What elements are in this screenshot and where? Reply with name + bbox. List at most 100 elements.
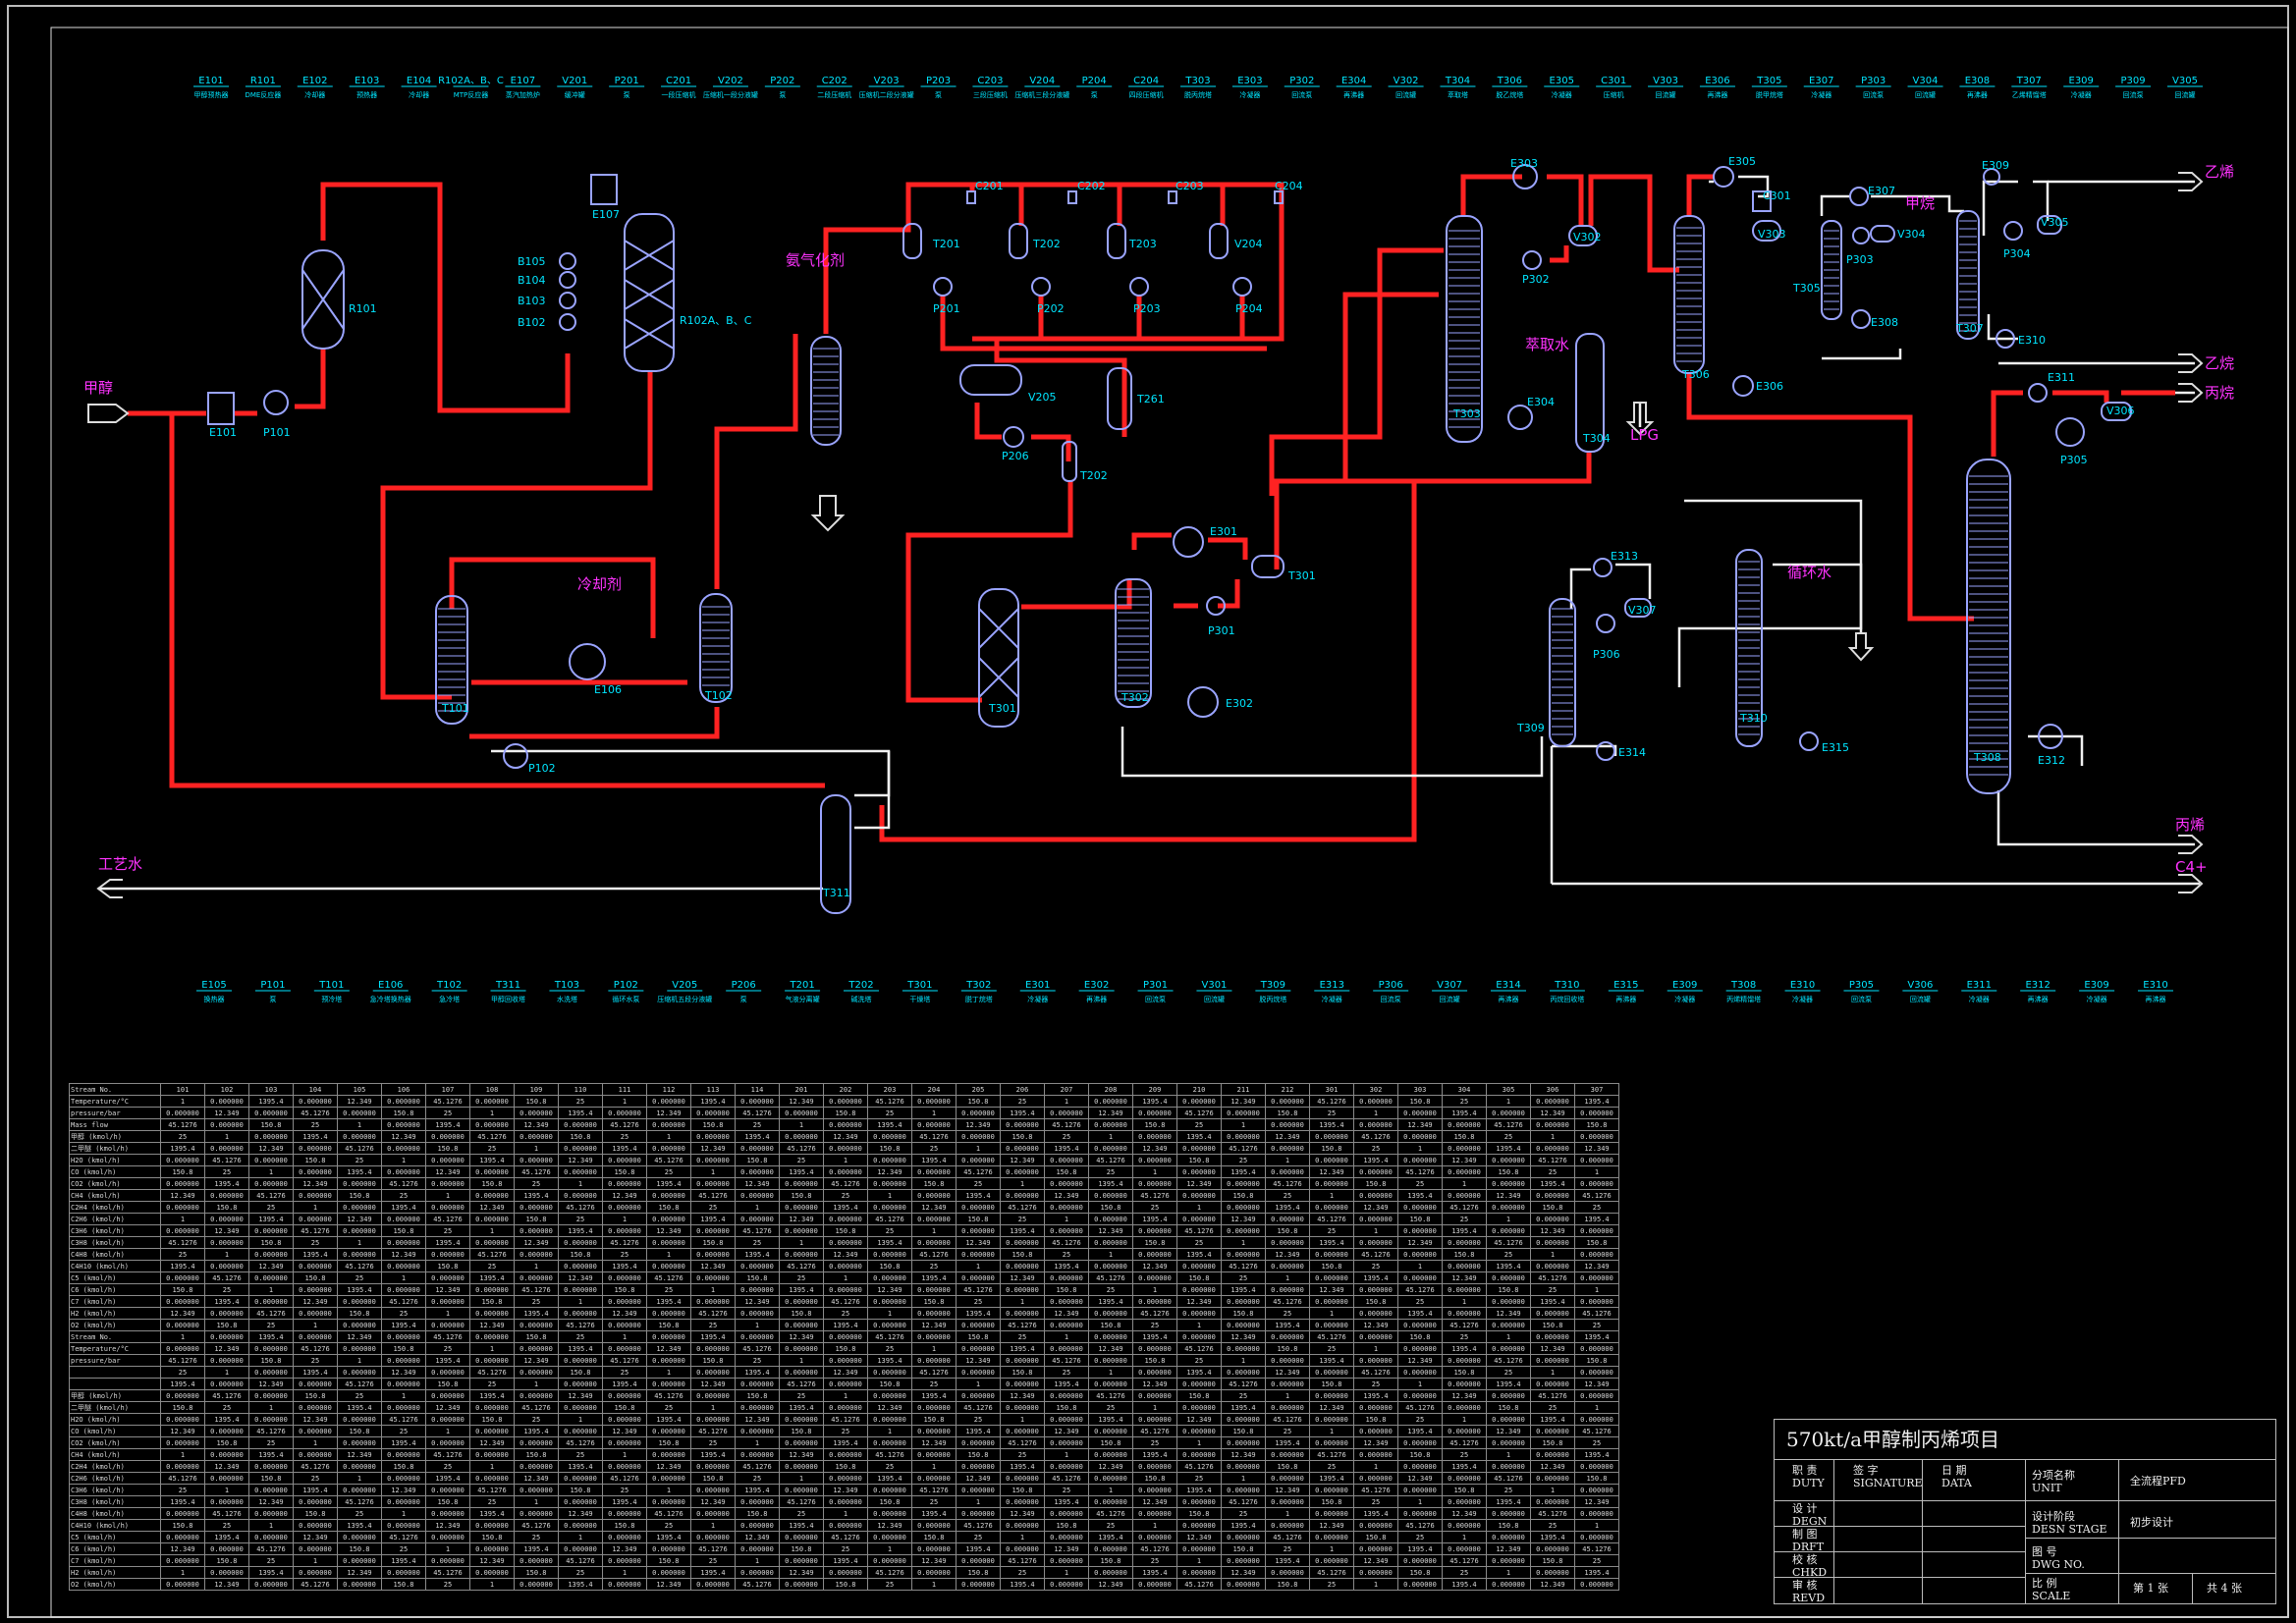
table-cell: 0.000000 (1530, 1495, 1575, 1508)
pump-p303[interactable] (1852, 227, 1870, 244)
table-cell: 45.1276 (204, 1154, 249, 1166)
table-cell: 12.349 (646, 1578, 691, 1591)
table-row-label: C7 (kmol/h) (69, 1554, 161, 1567)
exchanger-e308[interactable] (1851, 309, 1871, 329)
pump-p306[interactable] (1596, 614, 1615, 633)
vessel-v204[interactable] (1209, 223, 1229, 259)
compressor-c203[interactable] (1168, 190, 1177, 204)
table-cell: 25 (558, 1566, 603, 1579)
exchanger-e311[interactable] (2028, 383, 2048, 403)
vessel-v304[interactable] (1870, 225, 1895, 243)
exchanger-e307[interactable] (1849, 187, 1869, 206)
table-cell: 0.000000 (602, 1201, 647, 1214)
table-cell: 0.000000 (1442, 1378, 1487, 1390)
table-cell: 0.000000 (1309, 1130, 1354, 1143)
equipment-list-bottom-item-tag: T309 (1260, 980, 1285, 991)
pump-p304[interactable] (2003, 221, 2023, 241)
table-cell: 12.349 (381, 1248, 426, 1261)
vessel-t203[interactable] (1107, 223, 1126, 259)
vessel-t202b[interactable] (1062, 441, 1077, 482)
column-t308[interactable] (1966, 459, 2011, 794)
pump-p305[interactable] (2055, 417, 2085, 447)
pump-p102[interactable] (503, 743, 528, 769)
vessel-t202[interactable] (1009, 223, 1028, 259)
exchanger-e309[interactable] (1983, 168, 2000, 186)
vessel-t201[interactable] (902, 223, 922, 259)
compressor-c301[interactable] (1752, 190, 1772, 212)
column-t305[interactable] (1821, 220, 1842, 320)
exchanger-e302[interactable] (1187, 686, 1219, 718)
table-cell: 0.000000 (823, 1448, 868, 1461)
exchanger-e306[interactable] (1732, 375, 1754, 397)
table-cell: 0.000000 (646, 1189, 691, 1202)
vessel-t261[interactable] (1107, 367, 1132, 430)
vessel-v307[interactable] (1624, 598, 1652, 618)
table-cell: 0.000000 (469, 1330, 515, 1343)
exchanger-e101[interactable] (207, 392, 235, 425)
exchanger-e315[interactable] (1799, 731, 1819, 751)
vessel-v305[interactable] (2037, 215, 2062, 235)
equipment-list-top-item-desc: 泵 (935, 91, 942, 99)
exchanger-e314[interactable] (1596, 741, 1615, 761)
table-cell: 1 (690, 1401, 736, 1414)
reactor-r101[interactable] (301, 249, 345, 350)
compressor-c204[interactable] (1274, 190, 1284, 204)
pump-p204[interactable] (1232, 277, 1252, 297)
exchanger-b102[interactable] (559, 313, 576, 331)
vessel-v205[interactable] (959, 364, 1022, 396)
column-t309[interactable] (1549, 598, 1576, 747)
pump-p201[interactable] (933, 277, 953, 297)
pump-p206[interactable] (1003, 426, 1024, 448)
table-cell: 45.1276 (867, 1095, 912, 1108)
table-cell: 0.000000 (514, 1107, 559, 1119)
table-cell: 0.000000 (1265, 1260, 1310, 1272)
table-cell: 45.1276 (1044, 1236, 1089, 1249)
column-t101[interactable] (435, 595, 468, 725)
pump-p101[interactable] (263, 390, 289, 415)
column-t102[interactable] (699, 593, 733, 703)
column-t304[interactable] (1575, 333, 1605, 453)
vessel-v306[interactable] (2101, 402, 2132, 421)
vessel-v303[interactable] (1752, 220, 1781, 242)
exchanger-e312[interactable] (2038, 724, 2063, 749)
table-cell: 0.000000 (1397, 1578, 1443, 1591)
exchanger-e301[interactable] (1173, 526, 1204, 558)
reactor-r102[interactable] (624, 213, 675, 372)
compressor-c201[interactable] (966, 190, 976, 204)
pump-p301[interactable] (1206, 596, 1226, 616)
exchanger-e303[interactable] (1512, 164, 1538, 189)
exchanger-e310[interactable] (1995, 329, 2015, 349)
exchanger-b105[interactable] (559, 252, 576, 270)
vessel-v301[interactable] (1251, 555, 1285, 578)
table-cell: 0.000000 (823, 1354, 868, 1367)
table-cell: 0.000000 (425, 1554, 470, 1567)
vessel-v302[interactable] (1568, 225, 1598, 246)
pump-p202[interactable] (1031, 277, 1051, 297)
pump-p302[interactable] (1522, 250, 1542, 270)
exchanger-e305[interactable] (1713, 166, 1734, 188)
exchanger-b103[interactable] (559, 292, 576, 309)
compressor-c202[interactable] (1067, 190, 1077, 204)
heater-e107[interactable] (590, 174, 618, 205)
exchanger-e106[interactable] (569, 643, 606, 680)
column-t306[interactable] (1673, 215, 1705, 374)
exchanger-b104[interactable] (559, 271, 576, 289)
vessel-v201[interactable] (810, 336, 842, 446)
column-t302[interactable] (1115, 578, 1152, 708)
column-t311[interactable] (820, 794, 851, 914)
exchanger-e304[interactable] (1507, 405, 1533, 430)
table-cell: 12.349 (1530, 1224, 1575, 1237)
column-t307[interactable] (1956, 210, 1980, 340)
table-cell: 1395.4 (469, 1154, 515, 1166)
column-t310[interactable] (1735, 549, 1763, 747)
table-cell: 45.1276 (1397, 1283, 1443, 1296)
table-cell: 25 (1530, 1519, 1575, 1532)
exchanger-e313[interactable] (1593, 558, 1613, 577)
pump-p203[interactable] (1129, 277, 1149, 297)
table-cell: 1 (1265, 1507, 1310, 1520)
equipment-list-bottom-item-tag: E312 (2025, 980, 2050, 991)
column-t303[interactable] (1446, 215, 1483, 443)
